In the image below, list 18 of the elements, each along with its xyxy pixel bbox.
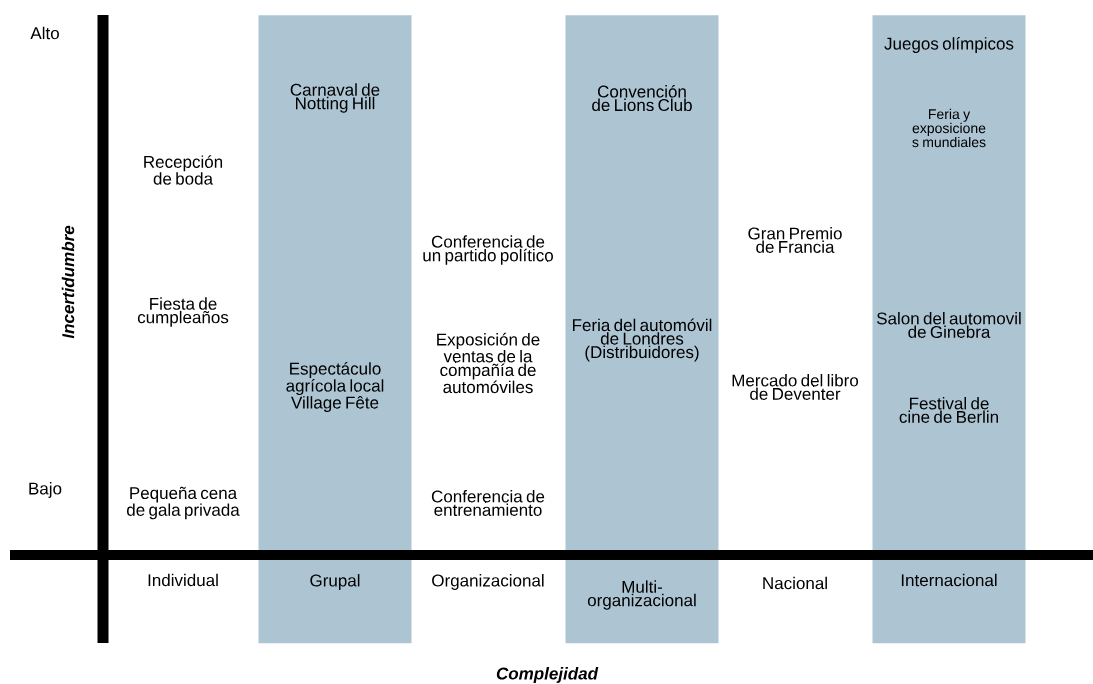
event-label: Exposición de ventas de la compañía de automóviles <box>437 332 540 394</box>
column-band: Juegos olímpicos Feria y exposicione s mundiales Salon del automovil de Ginebra Festival de cine de Berlin Internacional <box>872 15 1026 644</box>
axis-title: Complejidad <box>496 667 599 683</box>
column-band: Carnaval de Notting Hill Espectáculo agrícola local Village Fête Grupal <box>258 15 412 644</box>
event-label: Conferencia de un partido político <box>423 235 553 265</box>
axis-title: Incertidumbre <box>61 225 75 339</box>
column-band: Convención de Lions Club Feria del automóvil de Londres (Distribuidores) Multi- organizacional <box>565 15 719 644</box>
event-label: Mercado del libro de Deventer <box>732 374 859 400</box>
event-label: Fiesta de cumpleaños <box>137 297 229 327</box>
event-label: Gran Premio de Francia <box>748 227 842 253</box>
column-heading: Organizacional <box>432 574 544 590</box>
event-label: Conferencia de entrenamiento <box>431 490 545 516</box>
axis-value: Alto <box>30 26 59 40</box>
column-heading: Individual <box>148 573 218 587</box>
column-heading: Nacional <box>763 576 827 590</box>
axis-value: Bajo <box>29 482 62 498</box>
event-label: Recepción de boda <box>144 155 223 185</box>
event-label: Pequeña cena de gala privada <box>127 486 240 520</box>
